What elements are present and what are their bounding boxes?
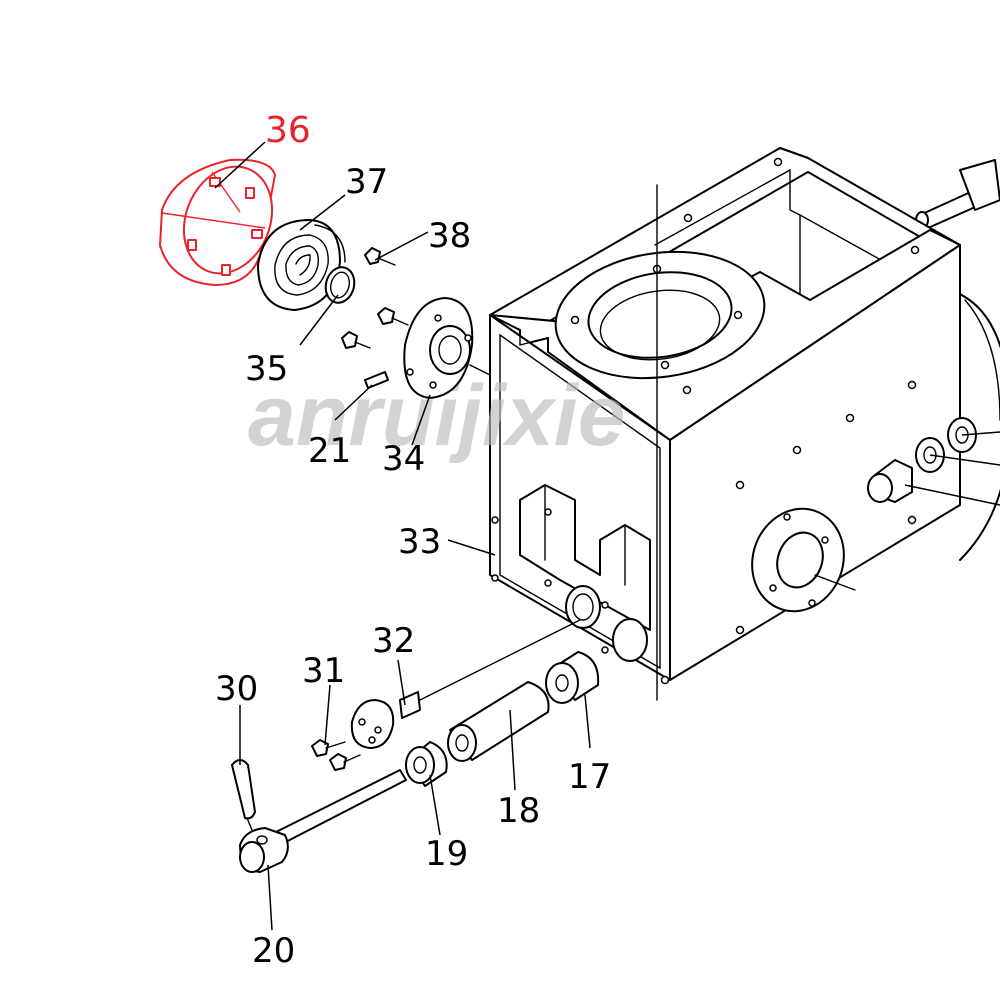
callout-32: 32 [372, 621, 415, 661]
gearbox-housing [489, 147, 1000, 701]
callout-35: 35 [245, 349, 288, 389]
callout-31: 31 [302, 651, 345, 691]
part-30-handle [231, 759, 256, 831]
part-36-cover [159, 158, 276, 286]
callout-19: 19 [425, 834, 468, 874]
part-32-hub [350, 619, 581, 749]
part-17-bushing [545, 651, 600, 704]
part-20-shaft [239, 769, 407, 873]
leader-lines [214, 141, 591, 931]
callout-37: 37 [345, 162, 388, 202]
callout-20: 20 [252, 931, 295, 971]
callout-34: 34 [382, 439, 425, 479]
callout-30: 30 [215, 669, 258, 709]
part-34-flange [403, 297, 491, 399]
callout-18: 18 [497, 791, 540, 831]
part-18-sleeve [447, 681, 550, 762]
part-31-screws [311, 739, 361, 771]
part-35-retaining-ring [324, 266, 356, 304]
part-38-screws [341, 247, 409, 349]
callout-33: 33 [398, 522, 441, 562]
callout-38: 38 [428, 216, 471, 256]
callout-21: 21 [308, 431, 351, 471]
callout-17: 17 [568, 757, 611, 797]
part-21-pin [364, 371, 389, 389]
callout-36: 36 [265, 110, 311, 151]
part-37-spring [257, 219, 346, 311]
part-19-bushing [405, 741, 448, 787]
